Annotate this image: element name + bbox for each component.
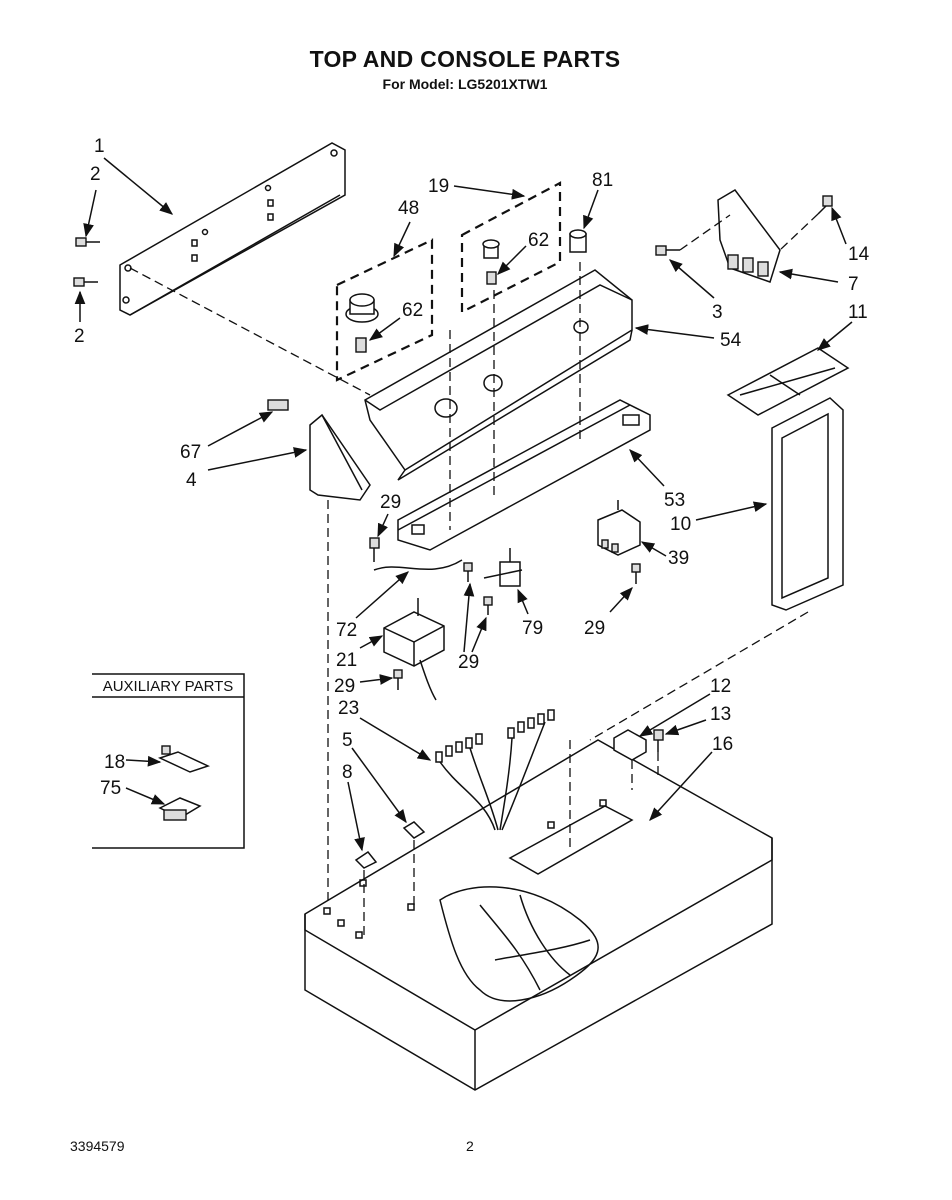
switch-part-39	[597, 500, 641, 556]
callout-75: 75	[100, 778, 121, 799]
lint-housing-part-10	[771, 397, 844, 611]
wire-part-72	[373, 559, 463, 571]
clip-part-5	[402, 821, 426, 839]
callout-29a: 29	[380, 492, 401, 513]
callout-29b: 29	[584, 618, 605, 639]
callout-54: 54	[720, 330, 742, 351]
knob-part-19	[482, 239, 500, 259]
connector-part-75	[158, 797, 202, 821]
callout-23: 23	[338, 698, 359, 719]
callout-67: 67	[180, 442, 201, 463]
auxiliary-parts-box	[92, 673, 245, 849]
callout-2b: 2	[74, 326, 85, 347]
callout-5: 5	[342, 730, 353, 751]
callout-18: 18	[104, 752, 125, 773]
callout-4: 4	[186, 470, 197, 491]
callout-8: 8	[342, 762, 353, 783]
screw-part-2b	[73, 277, 98, 287]
knob-part-48	[345, 293, 379, 323]
clip-part-8	[354, 850, 378, 869]
page-title: TOP AND CONSOLE PARTS	[309, 46, 621, 72]
callout-81: 81	[592, 170, 613, 191]
lint-screen-part-11	[726, 347, 850, 416]
callout-19: 19	[428, 176, 449, 197]
callout-10: 10	[670, 514, 691, 535]
screw-part-29c	[483, 596, 493, 615]
callout-16: 16	[712, 734, 733, 755]
auxiliary-parts-title: AUXILIARY PARTS	[103, 678, 234, 695]
screw-part-29e	[393, 669, 403, 690]
callout-72: 72	[336, 620, 357, 641]
screw-part-29a	[369, 537, 380, 562]
callout-39: 39	[668, 548, 689, 569]
knob-part-81	[569, 229, 587, 253]
callout-79: 79	[522, 618, 543, 639]
callout-7: 7	[848, 274, 859, 295]
callout-12: 12	[710, 676, 731, 697]
leader-arrows	[74, 157, 853, 852]
callout-3: 3	[712, 302, 723, 323]
callout-1: 1	[94, 136, 105, 157]
model-subtitle: For Model: LG5201XTW1	[382, 76, 548, 92]
callout-29d: 29	[334, 676, 355, 697]
terminal-part-18	[157, 745, 211, 773]
wire-harness	[439, 886, 599, 1002]
switch-part-79	[483, 548, 523, 587]
dryer-top-part-16	[304, 739, 773, 1091]
callout-29c: 29	[458, 652, 479, 673]
end-cap-part-4	[309, 413, 371, 501]
screw-part-13	[653, 729, 664, 752]
screw-part-29b	[463, 562, 473, 582]
terminal-block-part-23	[435, 709, 555, 831]
timer-part-21	[383, 598, 445, 701]
knob-insert-part-62b	[486, 271, 497, 285]
document-number: 3394579	[70, 1138, 125, 1154]
callout-62a: 62	[528, 230, 549, 251]
screw-part-14	[817, 195, 833, 215]
callout-53: 53	[664, 490, 685, 511]
callout-62b: 62	[402, 300, 423, 321]
callout-2a: 2	[90, 164, 101, 185]
bracket-part-12	[613, 729, 647, 761]
console-part-54	[364, 269, 633, 481]
callout-11: 11	[848, 302, 868, 323]
screw-part-3	[655, 245, 680, 256]
callout-48: 48	[398, 198, 419, 219]
rear-bracket-part-1	[119, 142, 346, 316]
callout-14: 14	[848, 244, 870, 265]
clip-part-67	[267, 399, 289, 411]
screw-part-29d	[631, 563, 641, 584]
callout-13: 13	[710, 704, 731, 725]
page-number: 2	[466, 1138, 474, 1154]
callout-21: 21	[336, 650, 357, 671]
knob-insert-part-62a	[355, 337, 367, 353]
console-rail-part-53	[397, 399, 651, 551]
screw-part-2a	[75, 237, 100, 247]
end-bracket-part-7	[717, 189, 781, 283]
